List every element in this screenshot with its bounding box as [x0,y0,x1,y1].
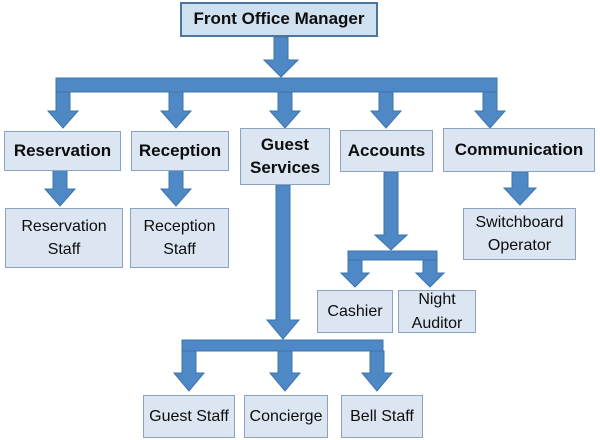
arrow-root-to-bar [262,36,300,78]
node-reservation: Reservation [4,131,121,171]
arrow-to-bell-staff [360,350,394,392]
arrow-to-communication [473,91,507,129]
node-communication: Communication [443,128,595,172]
arrow-reception-to-staff [159,169,193,207]
node-label: Night Auditor [411,291,463,332]
connector-bar-level1 [55,77,498,93]
node-label: Accounts [347,140,426,160]
connector-bar-guest-services [181,339,384,352]
node-label: Concierge [249,407,323,425]
node-label: Reservation [13,140,112,160]
node-label: Switchboard Operator [475,213,564,254]
node-label: Reception Staff [143,217,216,258]
node-label: Communication [454,139,584,159]
node-reservation-staff: Reservation Staff [5,208,123,268]
arrow-to-reception [159,91,193,129]
node-switchboard-operator: Switchboard Operator [463,208,576,260]
node-accounts: Accounts [340,130,433,172]
node-label: Front Office Manager [193,9,365,29]
node-reception: Reception [131,131,229,171]
arrow-to-cashier [339,259,371,288]
arrow-communication-to-switchboard [502,171,538,206]
node-reception-staff: Reception Staff [130,208,229,268]
arrow-to-accounts [369,91,403,129]
node-front-office-manager: Front Office Manager [180,2,378,37]
node-label: Guest Services [250,134,320,177]
node-label: Cashier [327,302,383,320]
arrow-reservation-to-staff [43,169,77,207]
node-label: Reception [138,140,222,160]
node-label: Guest Staff [149,407,229,425]
arrow-to-concierge [268,350,302,392]
node-concierge: Concierge [244,395,328,438]
arrow-to-night-auditor [414,259,446,288]
arrow-to-guest-services [268,91,302,129]
arrow-guest-services-to-bar [265,184,301,340]
node-guest-services: Guest Services [240,128,330,185]
connector-bar-accounts [347,250,438,261]
arrow-to-reservation [46,91,80,129]
node-bell-staff: Bell Staff [341,395,423,438]
node-cashier: Cashier [317,290,393,333]
node-guest-staff: Guest Staff [143,395,235,438]
node-label: Reservation Staff [21,217,107,258]
node-night-auditor: Night Auditor [398,290,476,333]
node-label: Bell Staff [350,407,414,425]
arrow-to-guest-staff [172,350,206,392]
arrow-accounts-to-bar [373,171,409,251]
